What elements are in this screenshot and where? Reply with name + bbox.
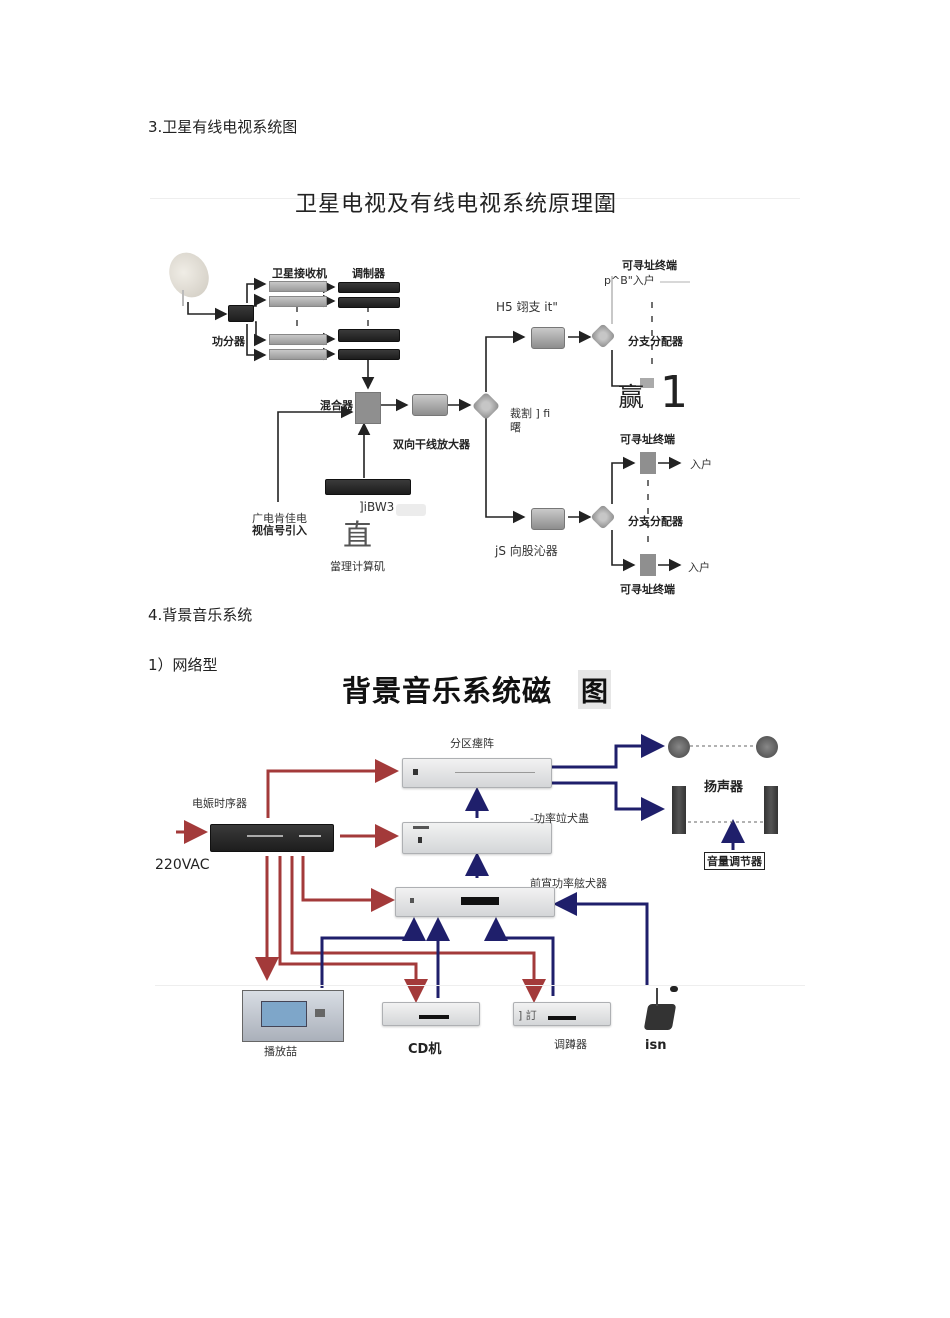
power-amp-device <box>402 822 552 854</box>
section-3-heading: 3.卫星有线电视系统图 <box>148 118 298 136</box>
modulator-3 <box>338 329 400 342</box>
head-end-device-label: ]iBW3 <box>359 500 395 514</box>
trunk-amplifier-label: 双向干线放大器 <box>393 438 470 451</box>
column-speaker-1 <box>672 786 686 834</box>
addressable-terminal-top-device <box>640 378 654 388</box>
tuner-label: 调蹲器 <box>554 1038 587 1051</box>
addressable-terminal-top-label: 可寻址终端 <box>622 259 677 272</box>
broadcast-input-label: 广电肯佳电 <box>252 512 307 525</box>
satellite-dish-icon <box>162 246 216 308</box>
microphone-icon <box>643 1004 677 1030</box>
satellite-receiver-label: 卫星接收机 <box>272 267 327 280</box>
ocr-artifact-digit: 1 <box>660 367 688 418</box>
broadcast-input-label-line2: 视信号引入 <box>252 524 307 537</box>
mixer-label: 混合器 <box>320 399 353 412</box>
microphone-label: isn <box>645 1038 667 1053</box>
line-dish-divider <box>187 302 228 321</box>
modulator-1 <box>338 282 400 293</box>
branch-distributor-top-label: 分支分配器 <box>628 335 683 348</box>
satellite-receiver-4 <box>269 349 327 360</box>
addressable-terminal-bottom-device <box>640 554 656 576</box>
satellite-receiver-2 <box>269 296 327 307</box>
diagram-2-title-suffix: 图 <box>578 670 611 709</box>
branch-amp-bottom-device <box>531 508 565 530</box>
zone-matrix-label: 分区瘗阵 <box>450 737 494 750</box>
cd-player-label: CD机 <box>408 1042 442 1057</box>
power-divider-label: 功分器 <box>212 335 245 348</box>
branch-amp-top-device <box>531 327 565 349</box>
player-label: 播放喆 <box>264 1045 297 1058</box>
trunk-amplifier-device <box>412 394 448 416</box>
ceiling-speaker-1 <box>668 736 690 758</box>
divider <box>155 985 805 986</box>
to-home-mid-label: 入户 <box>690 458 712 471</box>
player-device <box>242 990 344 1042</box>
splitter-label: 裁割 ] fi <box>510 407 551 420</box>
management-pc-label: 當理计算矶 <box>330 560 385 573</box>
divider <box>150 198 800 199</box>
branch-amp-top-label: H5 翊支 it" <box>496 300 558 314</box>
to-home-bottom-label: 入户 <box>688 561 710 574</box>
addressable-terminal-mid-label: 可寻址终端 <box>620 433 675 446</box>
power-sequencer-device <box>210 824 334 852</box>
branch-distributor-bottom-label: 分支分配器 <box>628 515 683 528</box>
head-end-device <box>325 479 411 495</box>
mixer-device <box>355 392 381 424</box>
volume-controller-label: 音量调节器 <box>704 852 765 870</box>
power-lines <box>176 759 546 1003</box>
pre-amp-label: 前宵功率舷犬器 <box>530 877 607 890</box>
signal-lines <box>320 734 745 998</box>
addressable-terminal-mid-device <box>640 452 656 474</box>
satellite-receiver-3 <box>269 334 327 345</box>
speakers-label: 扬声器 <box>704 780 744 795</box>
power-sequencer-label: 电娠时序器 <box>192 797 247 810</box>
power-input-label: 220VAC <box>155 857 210 873</box>
column-speaker-2 <box>764 786 778 834</box>
tuner-panel-text: ] 訂 <box>518 1009 537 1022</box>
zone-matrix-device <box>402 758 552 788</box>
cd-player-device <box>382 1002 480 1026</box>
branch-amp-bottom-label: jS 向股沁器 <box>495 544 558 558</box>
pre-amp-device <box>395 887 555 917</box>
tuner-device: ] 訂 <box>513 1002 611 1026</box>
diagram-1-title: 卫星电视及有线电视系统原理圍 <box>295 192 618 217</box>
to-home-top-label: p^B"入户 <box>604 274 655 287</box>
modulator-4 <box>338 349 400 360</box>
modulator-label: 调制器 <box>352 267 385 280</box>
splitter-label-line2: 曙 <box>510 421 521 434</box>
satellite-receiver-1 <box>269 281 327 292</box>
section-4-subheading: 1）网络型 <box>148 656 218 674</box>
power-amp-label: -功率竝犬蛊 <box>530 812 589 825</box>
management-pc-icon: 直 <box>343 518 373 552</box>
power-divider-device <box>228 305 254 322</box>
section-4-heading: 4.背景音乐系统 <box>148 606 253 624</box>
modulator-2 <box>338 297 400 308</box>
ocr-artifact-glyph: 赢 <box>618 383 645 413</box>
addressable-terminal-bottom-label: 可寻址终端 <box>620 583 675 596</box>
diagram-2-title: 背景音乐系统磁 <box>342 674 553 708</box>
ceiling-speaker-2 <box>756 736 778 758</box>
